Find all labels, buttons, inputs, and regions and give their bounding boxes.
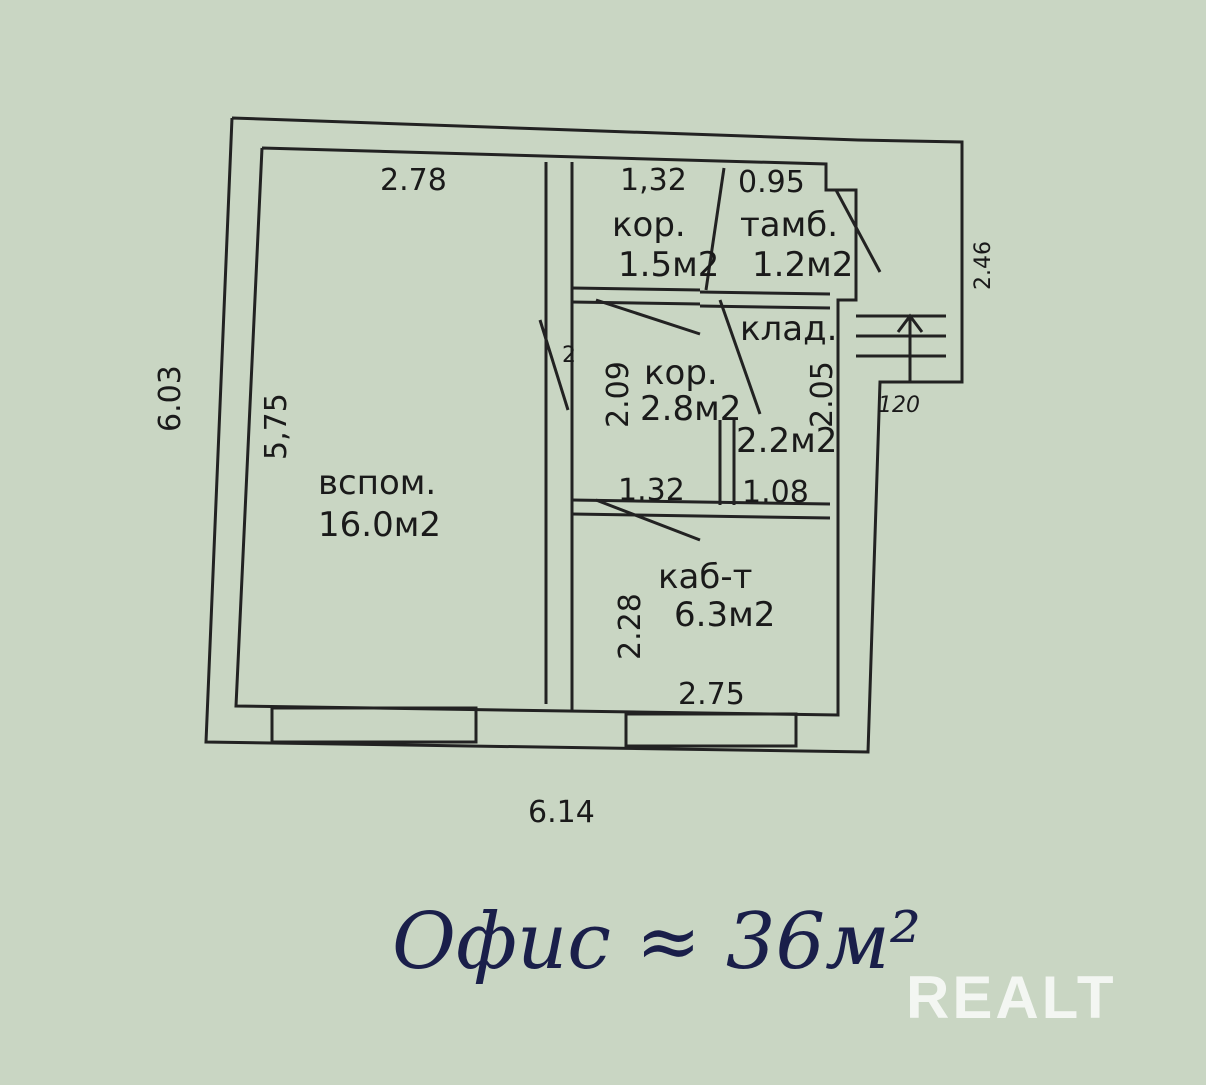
outer-wall	[204, 116, 964, 754]
dim-small-mark: 2	[562, 343, 576, 368]
stair-arrow-head	[896, 313, 924, 333]
partition-klad-top-b	[699, 304, 831, 310]
dim-stair-120: 120	[878, 393, 920, 418]
room-name-kor2: кор.	[644, 353, 718, 393]
window	[624, 712, 798, 748]
door-swing	[538, 319, 570, 411]
door-swing	[595, 298, 701, 336]
dim-vspom-height: 5,75	[259, 393, 294, 460]
dim-kab-width: 2.75	[678, 677, 745, 712]
room-name-vspom: вспом.	[318, 463, 436, 503]
dim-klad-height: 2.05	[805, 361, 840, 428]
partition-kor1-b	[571, 300, 701, 306]
room-area-vspom: 16.0м2	[318, 505, 441, 545]
room-name-klad: клад.	[740, 309, 837, 349]
realt-watermark: REALT	[906, 964, 1117, 1031]
partition-tamb	[704, 167, 726, 291]
room-area-kab: 6.3м2	[674, 595, 775, 635]
window	[270, 706, 478, 744]
door-swing	[834, 189, 882, 273]
dim-overall-height: 6.03	[153, 365, 188, 432]
walls	[204, 116, 964, 754]
dim-kor2-bottom-width: 1.32	[618, 473, 685, 508]
room-area-kor2: 2.8м2	[640, 389, 741, 429]
partition-kab-top	[571, 498, 831, 506]
room-name-kab: каб-т	[658, 557, 752, 597]
dim-tamb-width: 0.95	[738, 165, 805, 200]
dim-kab-height: 2.28	[613, 593, 648, 660]
handwritten-caption: Офис ≈ 36м²	[392, 897, 921, 987]
partition-klad-top	[699, 290, 831, 296]
dim-vspom-width: 2.78	[380, 163, 447, 198]
room-name-kor1: кор.	[612, 205, 686, 245]
door-swing	[595, 498, 701, 542]
room-area-tamb: 1.2м2	[752, 245, 853, 285]
dim-klad-bottom-width: 1.08	[742, 475, 809, 510]
dim-kor1-width: 1,32	[620, 163, 687, 198]
partition-kab-top-b	[571, 512, 831, 520]
partition-kor1	[571, 286, 701, 292]
dim-side-246: 2.46	[971, 241, 996, 290]
room-name-tamb: тамб.	[740, 205, 838, 245]
door-swing	[718, 299, 762, 415]
room-area-22: 2.2м2	[736, 421, 837, 461]
dim-kor2-height: 2.09	[601, 361, 636, 428]
room-area-kor1: 1.5м2	[618, 245, 719, 285]
dim-overall-width: 6.14	[528, 795, 595, 830]
